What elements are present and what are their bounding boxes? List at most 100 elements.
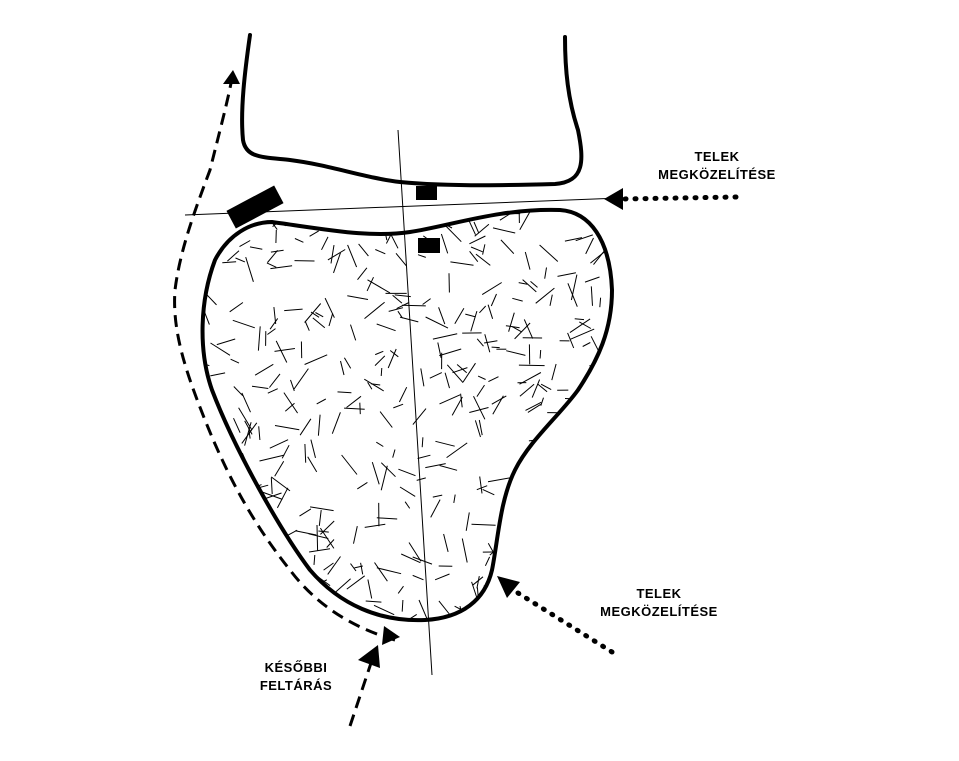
hatch-stroke bbox=[357, 481, 368, 490]
hatch-stroke bbox=[579, 321, 592, 329]
hatch-stroke bbox=[284, 402, 295, 412]
hatch-stroke bbox=[327, 556, 341, 575]
east-approach-arrowhead bbox=[604, 188, 623, 210]
hatch-stroke bbox=[274, 460, 285, 477]
later-access-label: KÉSŐBBI FELTÁRÁS bbox=[236, 659, 356, 695]
hatch-stroke bbox=[210, 585, 218, 594]
hatch-stroke bbox=[446, 442, 468, 459]
hatch-stroke bbox=[397, 585, 404, 594]
hatch-stroke bbox=[601, 211, 609, 226]
hatch-stroke bbox=[537, 383, 548, 393]
hatch-stroke bbox=[379, 411, 393, 428]
hatch-stroke bbox=[487, 477, 511, 483]
hatch-stroke bbox=[452, 367, 468, 374]
hatch-stroke bbox=[569, 318, 591, 334]
hatch-stroke bbox=[270, 519, 274, 532]
upper-building-outline bbox=[240, 33, 584, 188]
hatch-stroke bbox=[557, 272, 576, 277]
hatch-stroke bbox=[488, 376, 499, 383]
hatch-stroke bbox=[399, 486, 416, 497]
southeast-approach-label: TELEK MEGKÖZELÍTÉSE bbox=[584, 585, 734, 621]
hatch-stroke bbox=[451, 396, 463, 416]
hatch-stroke bbox=[327, 249, 346, 261]
hatch-stroke bbox=[395, 252, 407, 267]
hatch-stroke bbox=[563, 458, 575, 465]
hatch-stroke bbox=[598, 472, 612, 482]
hatch-stroke bbox=[275, 340, 288, 363]
hatch-stroke bbox=[412, 574, 424, 581]
hatch-stroke bbox=[508, 312, 515, 332]
hatch-stroke bbox=[500, 239, 515, 254]
hatch-stroke bbox=[374, 355, 386, 366]
hatch-stroke bbox=[399, 316, 419, 323]
hatch-stroke bbox=[506, 350, 526, 356]
hatch-stroke bbox=[473, 395, 486, 420]
hatch-stroke bbox=[241, 392, 251, 413]
hatch-stroke bbox=[430, 499, 441, 518]
hatch-stroke bbox=[564, 237, 583, 242]
east-approach-label: TELEK MEGKÖZELÍTÉSE bbox=[642, 148, 792, 184]
hatch-stroke bbox=[202, 402, 210, 406]
hatch-stroke bbox=[555, 507, 573, 515]
hatch-stroke bbox=[323, 562, 334, 571]
hatch-stroke bbox=[268, 211, 276, 219]
hatch-stroke bbox=[210, 372, 226, 377]
hatch-stroke bbox=[203, 555, 218, 563]
hatch-stroke bbox=[435, 440, 455, 447]
hatch-stroke bbox=[401, 304, 426, 307]
hatch-stroke bbox=[474, 420, 481, 438]
east-approach-label-line1: TELEK bbox=[694, 149, 740, 164]
hatch-stroke bbox=[454, 308, 465, 325]
hatch-stroke bbox=[353, 525, 358, 544]
hatch-stroke bbox=[586, 506, 598, 517]
hatch-stroke bbox=[572, 517, 581, 540]
hatch-stroke bbox=[270, 477, 273, 495]
hatch-stroke bbox=[396, 613, 417, 621]
hatch-stroke bbox=[434, 573, 450, 581]
hatch-stroke bbox=[228, 524, 233, 541]
hatch-stroke bbox=[203, 227, 207, 238]
hatch-stroke bbox=[245, 256, 254, 282]
hatch-stroke bbox=[232, 576, 247, 578]
hatch-stroke bbox=[295, 598, 315, 618]
hatch-stroke bbox=[238, 605, 246, 621]
hatch-stroke bbox=[333, 578, 351, 594]
southeast-approach-dotted-line bbox=[507, 585, 615, 655]
hatch-stroke bbox=[592, 504, 612, 524]
hatch-stroke bbox=[476, 576, 480, 589]
hatch-stroke bbox=[367, 279, 391, 294]
later-access-arrow-line bbox=[348, 659, 374, 727]
hatch-stroke bbox=[551, 363, 557, 381]
hatch-stroke bbox=[518, 282, 528, 285]
hatch-stroke bbox=[393, 403, 404, 409]
hatch-stroke bbox=[584, 276, 600, 283]
hatch-stroke bbox=[479, 476, 483, 494]
hatch-stroke bbox=[367, 579, 373, 599]
hatch-stroke bbox=[500, 575, 518, 579]
hatch-stroke bbox=[432, 333, 458, 340]
hatch-stroke bbox=[220, 516, 230, 526]
hatch-stroke bbox=[425, 209, 434, 222]
marker-block-lower bbox=[418, 238, 440, 253]
hatch-stroke bbox=[469, 407, 489, 413]
hatch-stroke bbox=[326, 539, 335, 548]
hatch-stroke bbox=[299, 508, 312, 517]
hatch-stroke bbox=[304, 321, 310, 331]
hatch-stroke bbox=[340, 360, 345, 376]
hatch-stroke bbox=[492, 227, 516, 234]
hatch-stroke bbox=[524, 550, 542, 561]
hatch-stroke bbox=[366, 276, 374, 292]
hatch-stroke bbox=[560, 510, 576, 523]
hatch-stroke bbox=[575, 532, 590, 536]
later-access-label-line2: FELTÁRÁS bbox=[259, 678, 333, 693]
hatch-stroke bbox=[318, 510, 322, 526]
hatch-stroke bbox=[525, 541, 538, 555]
hatch-stroke bbox=[410, 207, 433, 208]
hatch-stroke bbox=[417, 454, 431, 459]
hatch-stroke bbox=[585, 237, 594, 255]
hatch-stroke bbox=[549, 294, 553, 306]
hatch-stroke bbox=[565, 508, 581, 519]
hatch-stroke bbox=[283, 392, 299, 414]
hatch-stroke bbox=[371, 461, 380, 485]
hatch-stroke bbox=[462, 362, 476, 383]
